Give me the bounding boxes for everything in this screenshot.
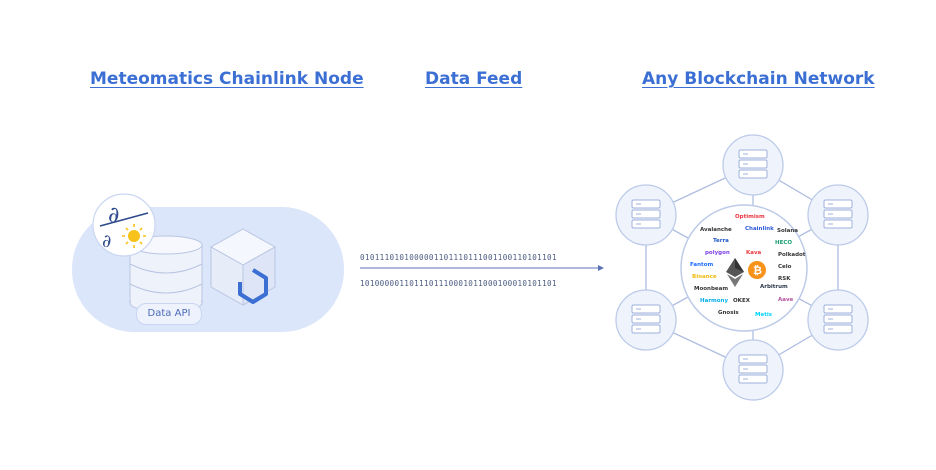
weather-derivative-icon: ∂ ∂ <box>92 193 156 257</box>
svg-text:∂: ∂ <box>108 203 119 228</box>
blockchain-logo: Kava <box>746 250 762 256</box>
server-node-icon <box>615 289 677 351</box>
ethereum-icon <box>726 258 744 287</box>
blockchain-logo: Chainlink <box>745 226 774 232</box>
server-node-icon <box>807 289 869 351</box>
blockchain-logo: Binance <box>692 274 717 280</box>
server-node-icon <box>615 184 677 246</box>
blockchain-logo: Celo <box>778 264 792 270</box>
server-nodes <box>615 134 869 401</box>
data-api-label: Data API <box>136 303 202 325</box>
server-node-icon <box>807 184 869 246</box>
blockchain-logo: Harmony <box>700 298 729 304</box>
blockchain-logo: Metis <box>755 312 772 318</box>
blockchain-logo: RSK <box>778 276 791 282</box>
blockchain-logo: polygon <box>705 250 730 256</box>
blockchain-logo: Arbitrum <box>760 284 788 290</box>
server-node-icon <box>722 339 784 401</box>
blockchain-logo: Aave <box>778 297 794 303</box>
blockchain-logo: Optimism <box>735 214 765 220</box>
bit-stream-line-2: 1010000011011101110001011000100010101101 <box>360 279 557 288</box>
bitcoin-icon: ₿ <box>748 261 766 279</box>
bit-stream-line-1: 0101110101000001101110111001100110101101 <box>360 253 557 262</box>
chainlink-node-cube-icon <box>209 228 277 306</box>
blockchain-logo: Terra <box>713 238 729 244</box>
blockchain-logo: Moonbeam <box>694 286 729 292</box>
svg-text:∂: ∂ <box>102 231 111 252</box>
data-feed-arrow <box>360 265 604 271</box>
server-node-icon <box>722 134 784 196</box>
data-feed-link[interactable]: Data Feed <box>425 69 523 89</box>
meteomatics-chainlink-node-link[interactable]: Meteomatics Chainlink Node <box>90 69 364 89</box>
blockchain-logo: Polkadot <box>778 252 806 258</box>
svg-text:₿: ₿ <box>753 264 762 277</box>
any-blockchain-network-link[interactable]: Any Blockchain Network <box>642 69 875 89</box>
blockchain-logo: HECO <box>775 240 793 246</box>
blockchain-logo: Solana <box>777 228 798 234</box>
blockchain-logo: Fantom <box>690 262 714 268</box>
blockchain-logo: Gnosis <box>718 310 739 316</box>
blockchain-logo: OKEX <box>733 298 750 304</box>
blockchain-hub-circle <box>680 204 808 332</box>
blockchain-logo: Avalanche <box>700 227 732 233</box>
